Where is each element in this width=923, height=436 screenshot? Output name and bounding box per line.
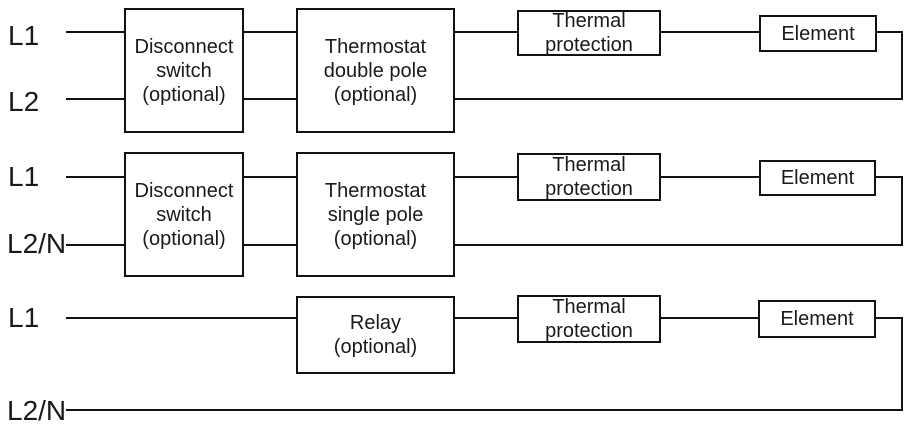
wire-element-out-row1	[877, 31, 903, 33]
wire-l1-lead-row1	[66, 31, 124, 33]
wire-return-vertical-row1	[901, 31, 903, 100]
wire-l2-return-row1	[455, 98, 903, 100]
wire-thermostat-to-thermal-row1	[455, 31, 517, 33]
wire-l2n-return-row2	[455, 244, 903, 246]
wire-l2-lead-row1	[66, 98, 124, 100]
wire-element-out-row3	[876, 317, 903, 319]
thermal-protection-box-row2: Thermal protection	[517, 153, 661, 201]
feed-label-l2-row1: L2	[8, 86, 40, 117]
feed-label-l2n-row3: L2/N	[7, 395, 67, 426]
wire-thermal-to-element-row3	[661, 317, 758, 319]
element-box-row3: Element	[758, 300, 876, 338]
element-box-row1: Element	[759, 15, 877, 52]
wire-relay-to-thermal-row3	[455, 317, 517, 319]
wire-l2n-lead-row2	[66, 244, 124, 246]
wire-l2n-mid-row2	[244, 244, 296, 246]
disconnect-switch-box-row1: Disconnect switch (optional)	[124, 8, 244, 133]
wire-l1-mid-row1	[244, 31, 296, 33]
wire-l2n-bottom-row3	[66, 409, 903, 411]
wire-l1-mid-row2	[244, 176, 296, 178]
wire-return-vertical-row2	[901, 176, 903, 246]
wire-l1-lead-row2	[66, 176, 124, 178]
wire-return-vertical-row3	[901, 317, 903, 411]
feed-label-l1-row1: L1	[8, 20, 40, 51]
wire-thermal-to-element-row1	[661, 31, 759, 33]
thermal-protection-box-row3: Thermal protection	[517, 295, 661, 343]
thermal-protection-box-row1: Thermal protection	[517, 10, 661, 56]
feed-label-l1-row3: L1	[8, 302, 40, 333]
element-box-row2: Element	[759, 160, 876, 196]
wire-l2-mid-row1	[244, 98, 296, 100]
wire-thermal-to-element-row2	[661, 176, 759, 178]
feed-label-l1-row2: L1	[8, 161, 40, 192]
feed-label-l2n-row2: L2/N	[7, 228, 67, 259]
thermostat-single-pole-box: Thermostat single pole (optional)	[296, 152, 455, 277]
relay-box: Relay (optional)	[296, 296, 455, 374]
wire-thermostat-to-thermal-row2	[455, 176, 517, 178]
disconnect-switch-box-row2: Disconnect switch (optional)	[124, 152, 244, 277]
wire-l1-lead-row3	[66, 317, 296, 319]
thermostat-double-pole-box: Thermostat double pole (optional)	[296, 8, 455, 133]
wire-element-out-row2	[876, 176, 903, 178]
